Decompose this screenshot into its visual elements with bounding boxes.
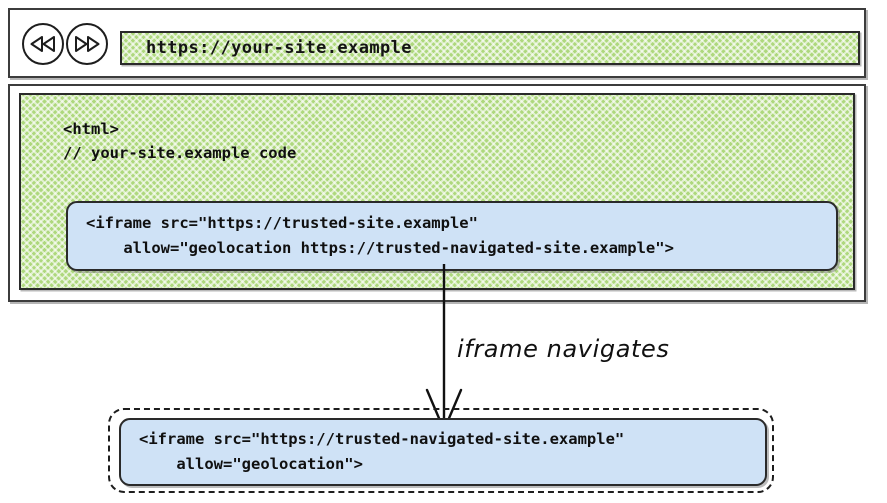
forward-button[interactable]	[66, 23, 108, 65]
navigation-button-group	[22, 23, 108, 65]
embedded-iframe-element[interactable]: <iframe src="https://trusted-site.exampl…	[66, 201, 838, 271]
arrow-annotation-label: iframe navigates	[457, 335, 670, 363]
embedded-iframe-code: <iframe src="https://trusted-site.exampl…	[86, 214, 674, 257]
address-bar-value: https://your-site.example	[146, 38, 412, 58]
address-bar[interactable]: https://your-site.example	[120, 31, 860, 65]
fast-forward-icon	[74, 36, 100, 52]
browser-toolbar: https://your-site.example	[8, 8, 866, 78]
navigated-iframe-element[interactable]: <iframe src="https://trusted-navigated-s…	[119, 418, 767, 486]
page-source-code: <html> // your-site.example code	[63, 120, 297, 163]
rewind-icon	[30, 36, 56, 52]
navigated-iframe-outline: <iframe src="https://trusted-navigated-s…	[108, 408, 774, 493]
page-document-your-site: <html> // your-site.example code <iframe…	[19, 93, 855, 290]
navigated-iframe-code: <iframe src="https://trusted-navigated-s…	[139, 430, 625, 473]
back-button[interactable]	[22, 23, 64, 65]
browser-viewport: <html> // your-site.example code <iframe…	[8, 84, 866, 302]
